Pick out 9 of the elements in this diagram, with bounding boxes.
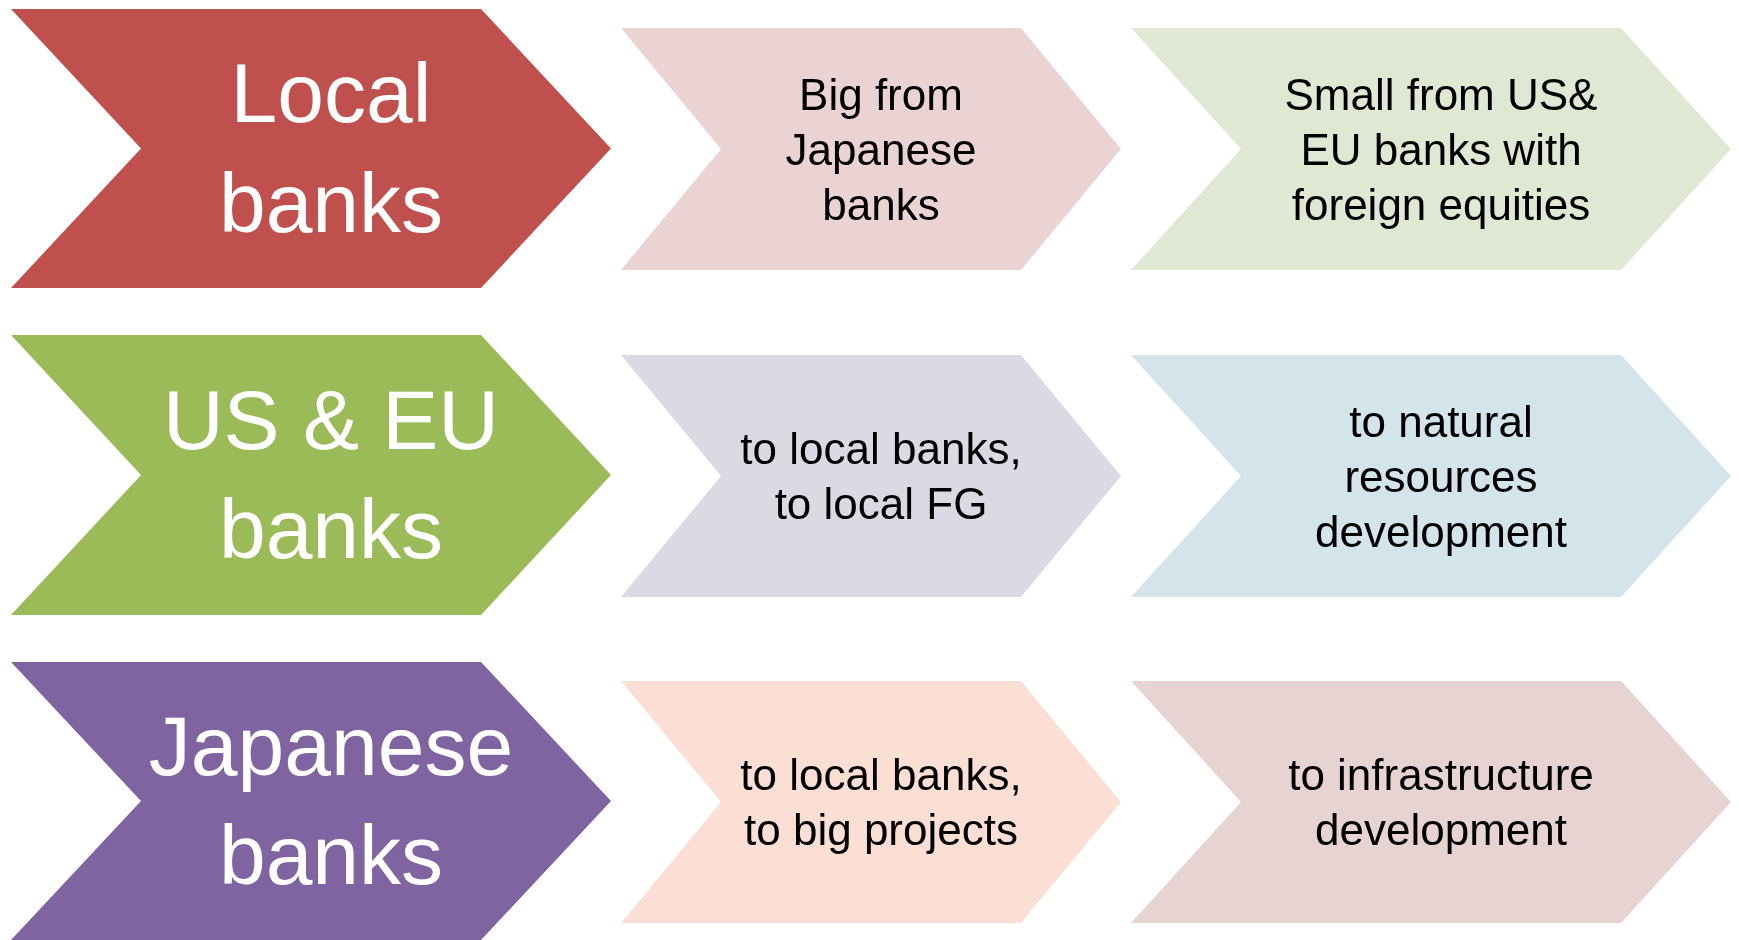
chevron-label: to infrastructure development xyxy=(1287,749,1595,856)
chevron-label: Japanese banks xyxy=(148,697,514,904)
chevron-label: Big from Japanese banks xyxy=(784,68,978,231)
chevron-label: to natural resources development xyxy=(1314,395,1568,558)
chevron-label: Small from US& EU banks with foreign equities xyxy=(1283,68,1599,231)
chevron-label: to local banks, to local FG xyxy=(739,423,1023,530)
chevron-label: US & EU banks xyxy=(161,371,501,578)
chevron-label: to local banks, to big projects xyxy=(739,749,1023,856)
chevron-label: Local banks xyxy=(217,45,445,252)
